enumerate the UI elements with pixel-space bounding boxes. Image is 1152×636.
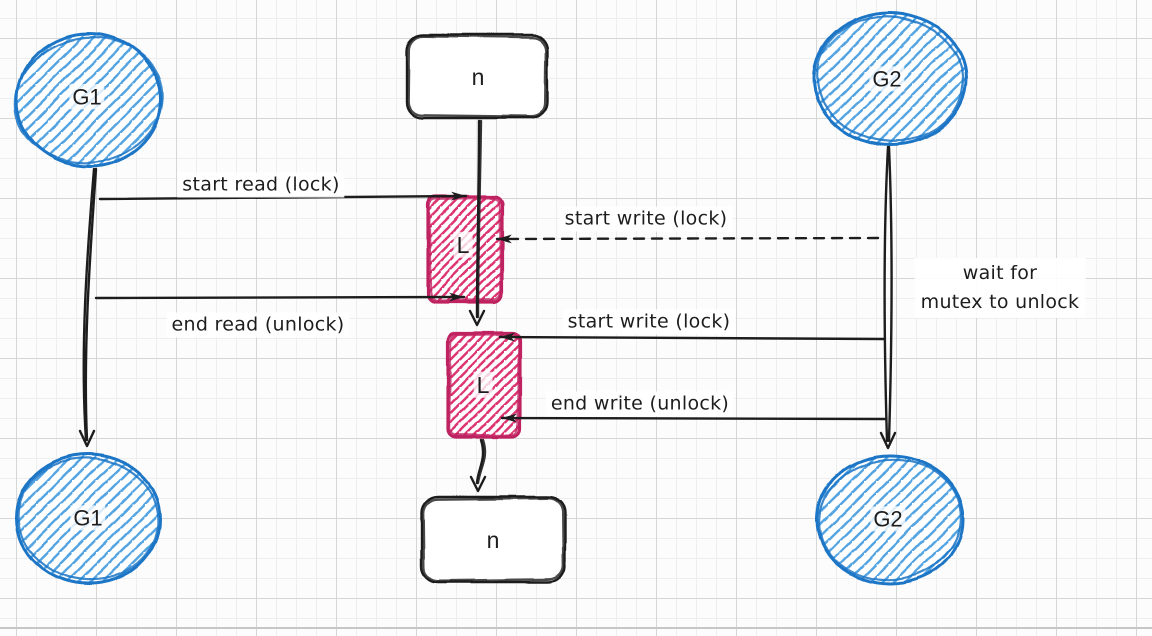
start-read-arrow[interactable] xyxy=(98,191,468,201)
g2-lifeline-arrow[interactable] xyxy=(879,145,897,450)
end-write-arrow[interactable] xyxy=(500,413,888,423)
wait-for-mutex-note[interactable]: wait for mutex to unlock xyxy=(914,258,1086,318)
wait-note-line1: wait for xyxy=(962,262,1038,284)
arrowhead-chevron-icon xyxy=(468,309,486,327)
start-write-blocked-message-label[interactable]: start write (lock) xyxy=(559,206,733,232)
g1-lifeline-arrow[interactable] xyxy=(78,167,98,448)
g1-top-label[interactable]: G1 xyxy=(69,84,105,110)
end-read-arrow[interactable] xyxy=(94,292,466,302)
start-read-message-label[interactable]: start read (lock) xyxy=(177,172,345,198)
canvas-bottom-edge xyxy=(0,627,1152,629)
start-write-blocked-dashed-arrow[interactable] xyxy=(495,234,880,244)
arrowhead-chevron-icon xyxy=(879,431,897,450)
g1-bottom-label[interactable]: G1 xyxy=(70,505,106,531)
lock-read-label[interactable]: L xyxy=(453,231,473,259)
start-write-arrow[interactable] xyxy=(498,332,886,342)
start-write-message-label[interactable]: start write (lock) xyxy=(562,309,736,335)
lock-to-n-bottom-arrow[interactable] xyxy=(469,438,487,493)
end-read-message-label[interactable]: end read (unlock) xyxy=(166,312,350,338)
wait-note-line2: mutex to unlock xyxy=(920,291,1080,313)
n-bottom-label[interactable]: n xyxy=(483,526,503,554)
arrowhead-chevron-icon xyxy=(78,429,96,448)
n-lifeline-arrow[interactable] xyxy=(468,119,486,327)
end-write-message-label[interactable]: end write (unlock) xyxy=(545,391,735,417)
g2-top-label[interactable]: G2 xyxy=(869,66,905,92)
g2-bottom-label[interactable]: G2 xyxy=(870,506,906,532)
n-top-label[interactable]: n xyxy=(468,63,488,91)
lock-write-label[interactable]: L xyxy=(473,371,493,399)
arrowhead-chevron-icon xyxy=(469,475,487,493)
